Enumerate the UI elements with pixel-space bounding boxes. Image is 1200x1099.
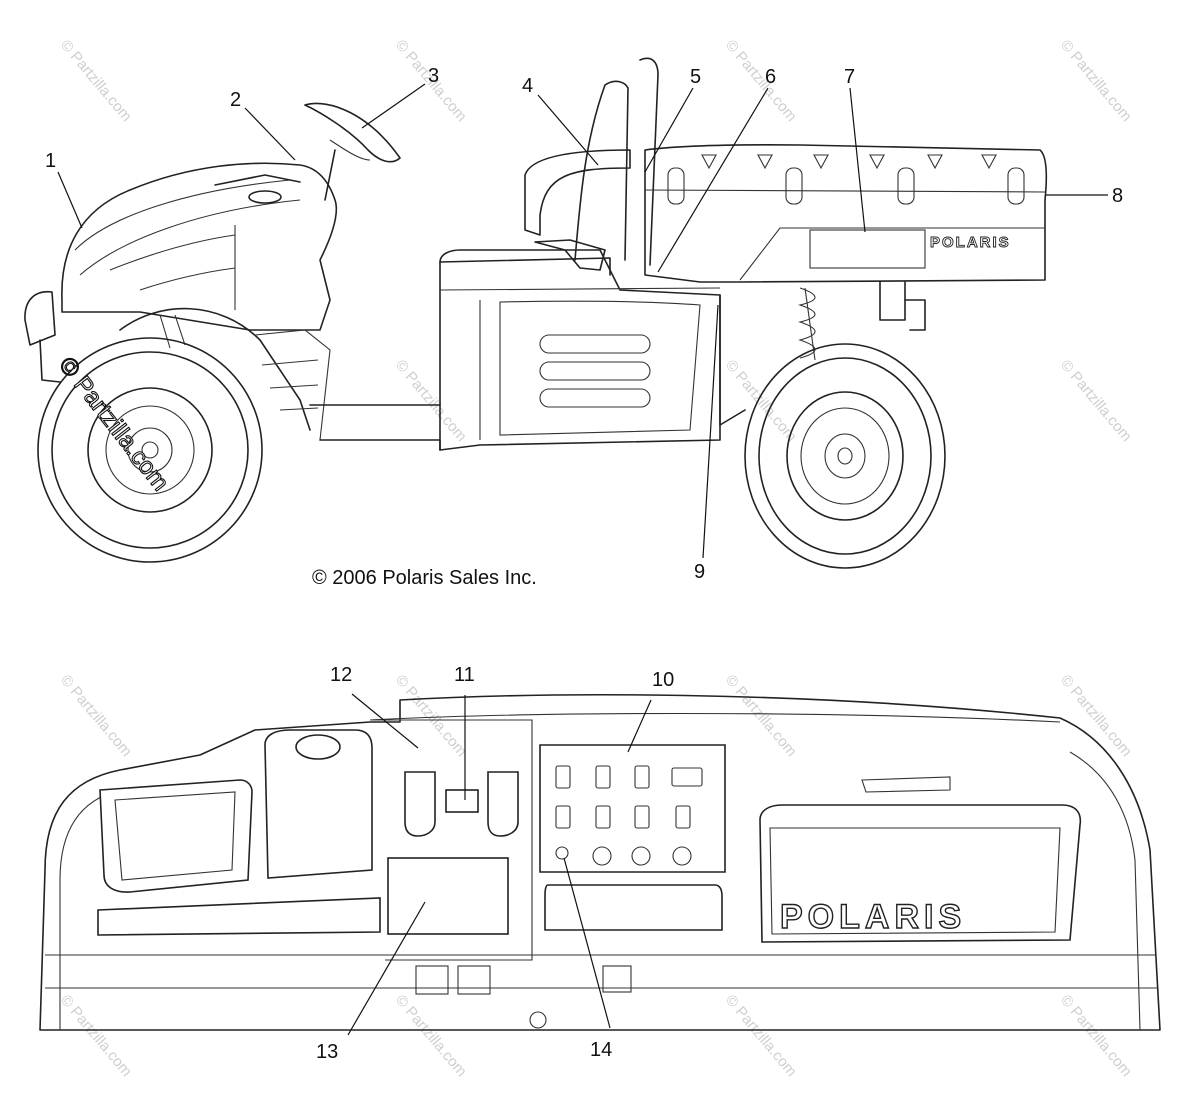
callout-9: 9 — [694, 561, 705, 583]
callout-13: 13 — [316, 1041, 338, 1063]
watermark: © Partzilla.com — [722, 992, 800, 1080]
callout-11: 11 — [454, 664, 475, 686]
callout-6: 6 — [765, 66, 776, 88]
steering-column — [324, 149, 336, 201]
callout-1: 1 — [45, 150, 56, 172]
hood — [61, 162, 338, 331]
watermark: © Partzilla.com — [1057, 992, 1135, 1080]
callout-14: 14 — [590, 1039, 612, 1061]
callout-10: 10 — [652, 669, 674, 691]
watermark: © Partzilla.com — [1057, 672, 1135, 760]
cargo-box — [644, 144, 1048, 283]
callout-2: 2 — [230, 89, 241, 111]
callout-5: 5 — [690, 66, 701, 88]
watermark: © Partzilla.com — [392, 992, 470, 1080]
callout-12: 12 — [330, 664, 352, 686]
copyright-notice: © 2006 Polaris Sales Inc. — [312, 567, 537, 589]
watermark: © Partzilla.com — [1057, 37, 1135, 125]
side-view-callouts: 1 2 3 4 5 6 7 8 9 — [45, 65, 1123, 583]
watermark: © Partzilla.com — [722, 672, 800, 760]
dashboard-view: POLARIS — [39, 693, 1161, 1031]
watermark: © Partzilla.com — [722, 37, 800, 125]
callout-3: 3 — [428, 65, 439, 87]
cargo-polaris-decal: POLARIS — [930, 234, 1011, 251]
watermark: © Partzilla.com — [392, 357, 470, 445]
callout-4: 4 — [522, 75, 533, 97]
dashboard-callouts: 10 11 12 13 14 — [316, 664, 674, 1063]
steering-wheel — [304, 102, 401, 163]
vehicle-side-view: POLARIS — [24, 57, 1048, 569]
seat-base — [439, 249, 721, 451]
dash-polaris-decal: POLARIS — [780, 898, 966, 936]
watermark: © Partzilla.com — [57, 992, 135, 1080]
callout-8: 8 — [1112, 185, 1123, 207]
callout-7: 7 — [844, 66, 855, 88]
rear-wheel — [744, 343, 946, 569]
watermark: © Partzilla.com — [57, 37, 135, 125]
dash-shell — [39, 693, 1161, 1031]
watermark: © Partzilla.com — [1057, 357, 1135, 445]
watermark: © Partzilla.com — [57, 672, 135, 760]
front-wheel — [37, 337, 263, 563]
